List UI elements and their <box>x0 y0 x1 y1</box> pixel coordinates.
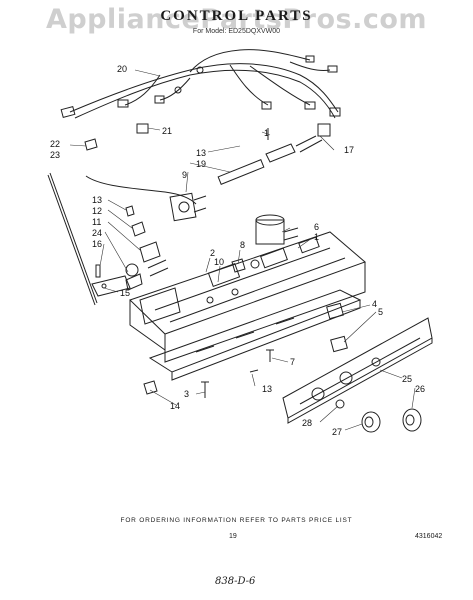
damper-control <box>217 123 331 185</box>
callout-28: 28 <box>302 418 312 428</box>
thermostat <box>169 192 207 222</box>
callout-27: 27 <box>332 427 342 437</box>
cold-control <box>255 214 299 245</box>
callout-11: 11 <box>92 217 101 227</box>
callout-4: 4 <box>372 299 377 309</box>
knob-shaft-parts <box>125 205 169 291</box>
retainer-clip <box>84 138 98 151</box>
callout-23: 23 <box>50 150 60 160</box>
rod-bracket <box>91 264 131 297</box>
callout-15: 15 <box>120 288 130 298</box>
switch-4 <box>326 302 344 320</box>
capillary-tube <box>85 175 197 205</box>
ordering-info-note: FOR ORDERING INFORMATION REFER TO PARTS … <box>120 517 353 524</box>
control-knobs <box>335 399 422 433</box>
front-panel <box>282 317 433 424</box>
model-line: For Model: ED25DQXVW00 <box>192 28 281 35</box>
diagram-title: CONTROL PARTS <box>160 8 313 24</box>
callout-labels: 20 21 22 23 13 19 1 17 9 13 12 11 24 16 … <box>50 64 425 437</box>
callout-1-top: 1 <box>264 128 269 138</box>
switch-5 <box>330 335 348 353</box>
callout-13-top: 13 <box>196 148 206 158</box>
callout-21: 21 <box>162 126 172 136</box>
handwritten-note: 838-D-6 <box>215 576 256 587</box>
leader-lines <box>69 69 416 431</box>
callout-12: 12 <box>92 206 102 216</box>
document-number: 4316042 <box>415 533 443 540</box>
callout-20: 20 <box>117 64 127 74</box>
callout-6: 6 <box>314 222 319 232</box>
watermark: AppliancePartsPros.com <box>45 4 428 35</box>
callout-16: 16 <box>92 239 102 249</box>
control-rod <box>47 174 96 306</box>
callout-13-bottom: 13 <box>262 384 272 394</box>
callout-14: 14 <box>170 401 180 411</box>
callout-5: 5 <box>378 307 383 317</box>
callout-24: 24 <box>92 228 102 238</box>
wiring-harness <box>60 49 341 119</box>
callout-19: 19 <box>196 159 206 169</box>
callout-7: 7 <box>290 357 295 367</box>
callout-13-left: 13 <box>92 195 102 205</box>
lower-panel <box>148 289 362 381</box>
callout-25: 25 <box>402 374 412 384</box>
wire-clip <box>136 123 149 134</box>
callout-26: 26 <box>415 384 425 394</box>
callout-3: 3 <box>184 389 189 399</box>
screws <box>143 349 274 398</box>
callout-17: 17 <box>344 145 354 155</box>
callout-1-right: 1 <box>314 232 319 242</box>
callout-2: 2 <box>210 248 215 258</box>
callout-8: 8 <box>240 240 245 250</box>
callout-22: 22 <box>50 139 60 149</box>
callout-9: 9 <box>182 170 187 180</box>
page-number: 19 <box>229 533 237 540</box>
callout-10: 10 <box>214 257 224 267</box>
control-housing <box>129 231 366 363</box>
